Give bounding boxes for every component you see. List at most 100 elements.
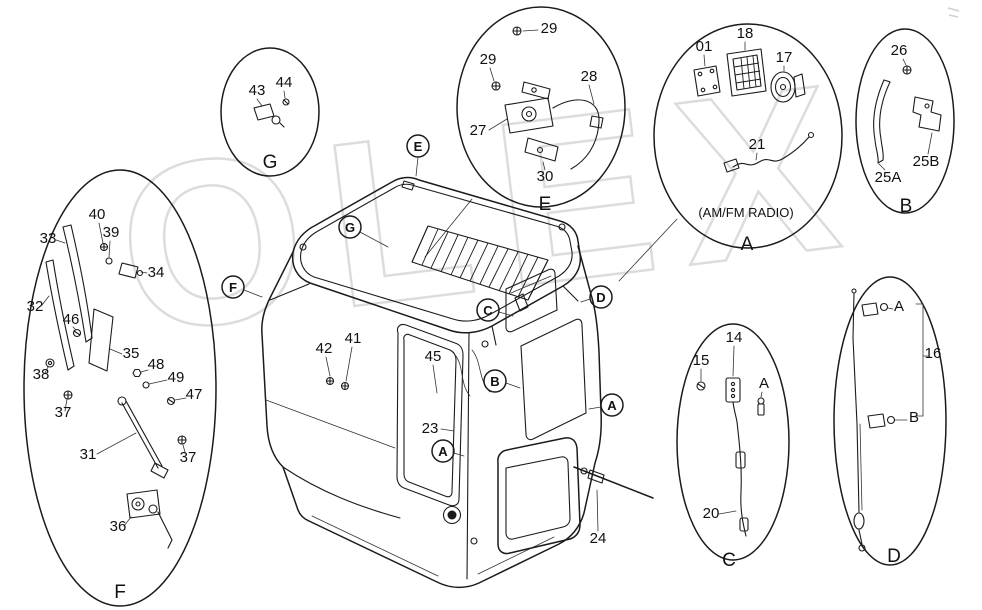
view-letter-b: B — [490, 374, 499, 389]
nut-48-icon — [132, 368, 142, 378]
cab-drawing: 42 41 45 23 24 E G — [221, 134, 654, 589]
cab-bolts — [299, 180, 566, 545]
part-label-15: 15 — [693, 352, 710, 369]
part-label-28: 28 — [581, 68, 598, 85]
view-circle-f: F — [221, 275, 263, 299]
rear-upper-window — [505, 268, 558, 333]
bolt-15-icon — [696, 381, 706, 391]
arm-25a-drawing — [873, 79, 891, 164]
balloon-f-outline — [23, 169, 217, 607]
sensor-43-drawing — [253, 103, 285, 128]
view-letter-d: D — [596, 290, 605, 305]
balloon-d-outline — [833, 276, 947, 566]
antenna-mast-drawing — [851, 288, 866, 552]
bolt-26-icon — [902, 65, 912, 75]
washer-49-icon — [142, 381, 150, 389]
part-label-17: 17 — [776, 49, 793, 66]
balloon-g: 43 44 G — [220, 47, 320, 177]
bracket-25b-drawing — [912, 96, 942, 132]
corner-mark — [947, 7, 960, 18]
motor-36-drawing — [126, 489, 173, 549]
balloon-e: 29 29 28 27 30 E — [456, 6, 626, 215]
part-label-39: 39 — [103, 224, 120, 241]
bolt-42-icon — [325, 376, 335, 386]
washer-39-icon — [105, 257, 113, 265]
view-circles: E G F C — [221, 134, 624, 463]
plate-35-drawing — [88, 308, 114, 372]
part-label-24: 24 — [590, 530, 607, 547]
antenna-bracket-b-drawing — [867, 413, 896, 429]
part-label-40: 40 — [89, 206, 106, 223]
balloon-letter-g: G — [263, 152, 278, 173]
part-label-30: 30 — [537, 168, 554, 185]
balloon-letter-e: E — [539, 194, 552, 215]
radio-note: (AM/FM RADIO) — [698, 205, 793, 220]
view-circle-a-left: A — [431, 439, 465, 463]
balloon-letter-f: F — [114, 582, 126, 603]
part-label-29b: 29 — [480, 51, 497, 68]
cable-20-drawing — [735, 421, 749, 537]
part-label-23: 23 — [422, 420, 439, 437]
balloon-a: 01 18 17 21 (AM/FM RADIO) A — [653, 23, 843, 255]
part-label-18: 18 — [737, 25, 754, 42]
cab-structure-lines — [265, 283, 579, 580]
adapter-a-drawing — [757, 397, 765, 416]
balloon-f: 33 40 39 34 32 46 38 35 48 49 47 37 31 3… — [23, 169, 217, 607]
view-circle-e: E — [406, 134, 430, 177]
speaker-18-drawing — [726, 48, 767, 97]
part-label-25b: 25B — [913, 153, 940, 170]
part-label-33: 33 — [40, 230, 57, 247]
part-label-38: 38 — [33, 366, 50, 383]
part-label-41: 41 — [345, 330, 362, 347]
balloon-letter-b: B — [900, 196, 913, 217]
bolt-41-icon — [340, 381, 350, 391]
cab-body-outline — [261, 245, 602, 589]
part-label-14: 14 — [726, 329, 743, 346]
antenna-bracket-a-drawing — [861, 302, 889, 317]
view-letter-a: A — [607, 398, 617, 413]
balloon-letter-c: C — [722, 550, 736, 571]
connector-14-drawing — [725, 377, 741, 423]
view-circle-d: D — [580, 285, 613, 309]
part-label-27: 27 — [470, 122, 487, 139]
balloon-b: 26 25A 25B B — [855, 28, 955, 217]
clamp-34-drawing — [118, 262, 144, 279]
bolt-44-icon — [282, 98, 290, 106]
cable-28-drawing — [552, 99, 604, 170]
balloon-e-outline — [456, 6, 626, 208]
glass-32-drawing — [45, 259, 75, 371]
part-label-26: 26 — [891, 42, 908, 59]
part-label-20: 20 — [703, 505, 720, 522]
ref-label-b-d: B — [909, 409, 919, 426]
wiper-motor-27-drawing — [504, 81, 554, 134]
door-window — [396, 323, 464, 507]
part-label-43: 43 — [249, 82, 266, 99]
roof-vent — [411, 225, 549, 301]
bolt-29-left-icon — [491, 81, 501, 91]
washer-38-icon — [45, 358, 55, 368]
glass-33-drawing — [62, 224, 93, 343]
rear-large-window — [520, 318, 587, 441]
part-24-rod — [573, 466, 654, 499]
bolt-46-icon — [72, 328, 82, 338]
balloon-c-outline — [676, 323, 790, 561]
plate-01-drawing — [693, 65, 721, 97]
part-label-25a: 25A — [875, 169, 902, 186]
part-label-01: 01 — [696, 38, 713, 55]
view-circle-b: B — [483, 369, 521, 393]
balloon-letter-a: A — [741, 234, 754, 255]
ref-label-a-c: A — [759, 375, 769, 392]
speaker-17-drawing — [770, 71, 806, 103]
balloon-letter-d: D — [887, 546, 901, 567]
view-circle-a-right: A — [588, 393, 624, 417]
view-letter-e: E — [414, 139, 423, 154]
part-label-21: 21 — [749, 136, 766, 153]
cable-21-drawing — [723, 131, 815, 173]
part-label-46: 46 — [63, 311, 80, 328]
part-label-45: 45 — [425, 348, 442, 365]
cab-callouts: 42 41 45 23 24 — [316, 330, 607, 547]
bolt-40-icon — [99, 242, 109, 252]
ref-label-a-d: A — [894, 298, 904, 315]
view-letter-a2: A — [438, 444, 448, 459]
